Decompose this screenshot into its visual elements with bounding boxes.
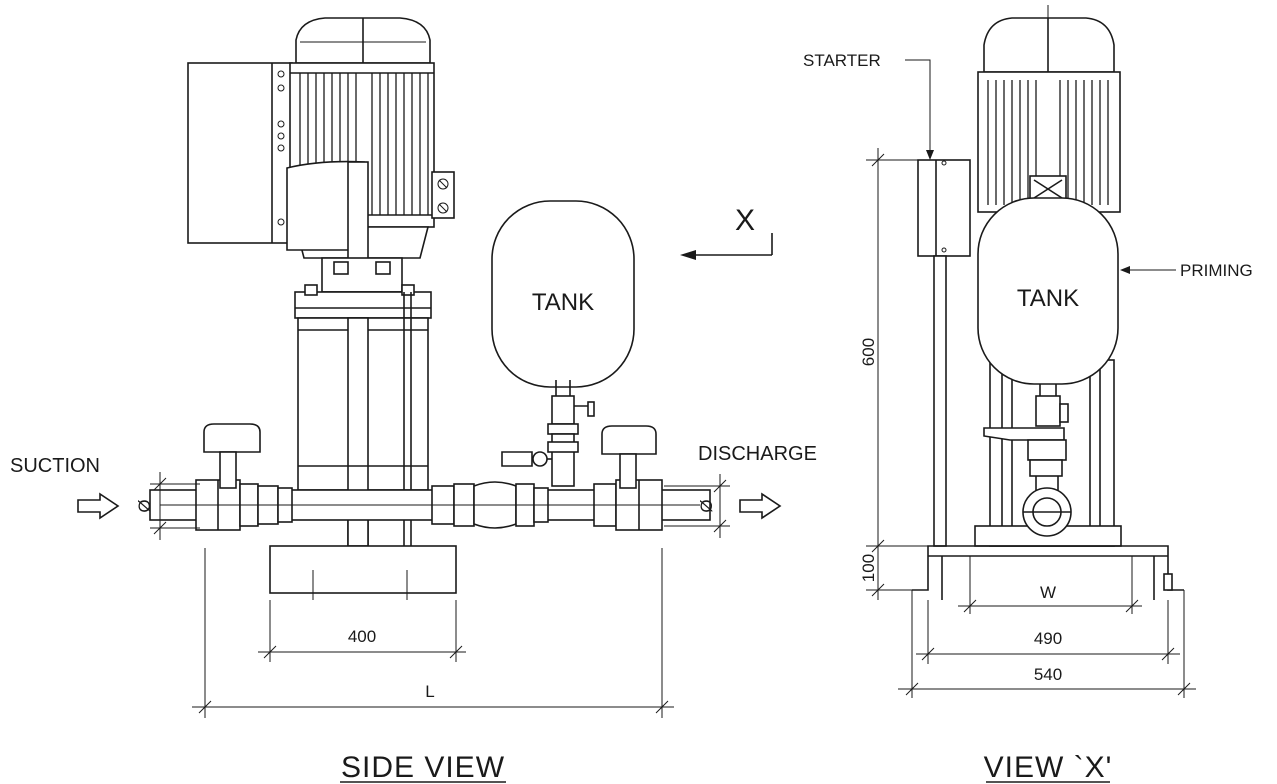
discharge-valve bbox=[601, 425, 657, 489]
starter-label: STARTER bbox=[803, 51, 881, 70]
dim-400-label: 400 bbox=[348, 627, 376, 646]
discharge-diameter-label: Ø bbox=[697, 499, 716, 512]
dim-600-label: 600 bbox=[859, 338, 878, 366]
dim-100-label: 100 bbox=[859, 554, 878, 582]
starter-panel bbox=[917, 159, 971, 547]
suction-diameter-label: Ø bbox=[135, 499, 154, 512]
tank-label-side: TANK bbox=[532, 289, 594, 316]
view-x-arrow bbox=[680, 233, 773, 260]
tank-x bbox=[977, 197, 1119, 385]
manifold-pipe bbox=[149, 479, 711, 531]
dim-w-lines bbox=[958, 556, 1142, 614]
dim-600-lines bbox=[866, 148, 928, 600]
tank-side bbox=[491, 200, 635, 487]
starter-leader bbox=[905, 59, 931, 156]
dim-l-lines bbox=[192, 548, 674, 718]
dim-540-lines bbox=[898, 590, 1196, 698]
terminal-box bbox=[431, 171, 455, 219]
view-x: TANK bbox=[803, 5, 1253, 784]
tank-label-x: TANK bbox=[1017, 285, 1079, 312]
dim-w-label: W bbox=[1040, 583, 1056, 602]
tank-outlet-x bbox=[983, 384, 1072, 537]
side-view-title: SIDE VIEW bbox=[341, 751, 505, 784]
view-x-marker: X bbox=[735, 204, 755, 237]
pump-body bbox=[297, 292, 429, 547]
motor-stool bbox=[321, 257, 403, 293]
side-view: TANK X SUCTION DISCHARGE Ø bbox=[10, 17, 817, 784]
motor-cap-x bbox=[983, 17, 1115, 73]
discharge-label: DISCHARGE bbox=[698, 443, 817, 465]
priming-label: PRIMING bbox=[1180, 261, 1253, 280]
suction-diameter-dim bbox=[150, 472, 200, 540]
dim-490-lines bbox=[916, 600, 1180, 664]
dim-100-lines bbox=[866, 583, 912, 597]
dim-l-label: L bbox=[425, 682, 434, 701]
motor-cap bbox=[295, 17, 431, 64]
discharge-arrow-icon bbox=[739, 492, 782, 520]
dim-400-lines bbox=[258, 600, 466, 662]
base-x bbox=[912, 545, 1184, 600]
discharge-diameter-dim bbox=[664, 474, 730, 538]
dim-540-label: 540 bbox=[1034, 665, 1062, 684]
dim-490-label: 490 bbox=[1034, 629, 1062, 648]
suction-valve bbox=[203, 423, 261, 489]
suction-arrow-icon bbox=[77, 492, 120, 520]
control-panel bbox=[187, 62, 300, 244]
motor-body-x bbox=[977, 71, 1121, 213]
view-x-title: VIEW `X' bbox=[984, 751, 1113, 784]
side-base bbox=[269, 545, 457, 600]
suction-label: SUCTION bbox=[10, 455, 100, 477]
